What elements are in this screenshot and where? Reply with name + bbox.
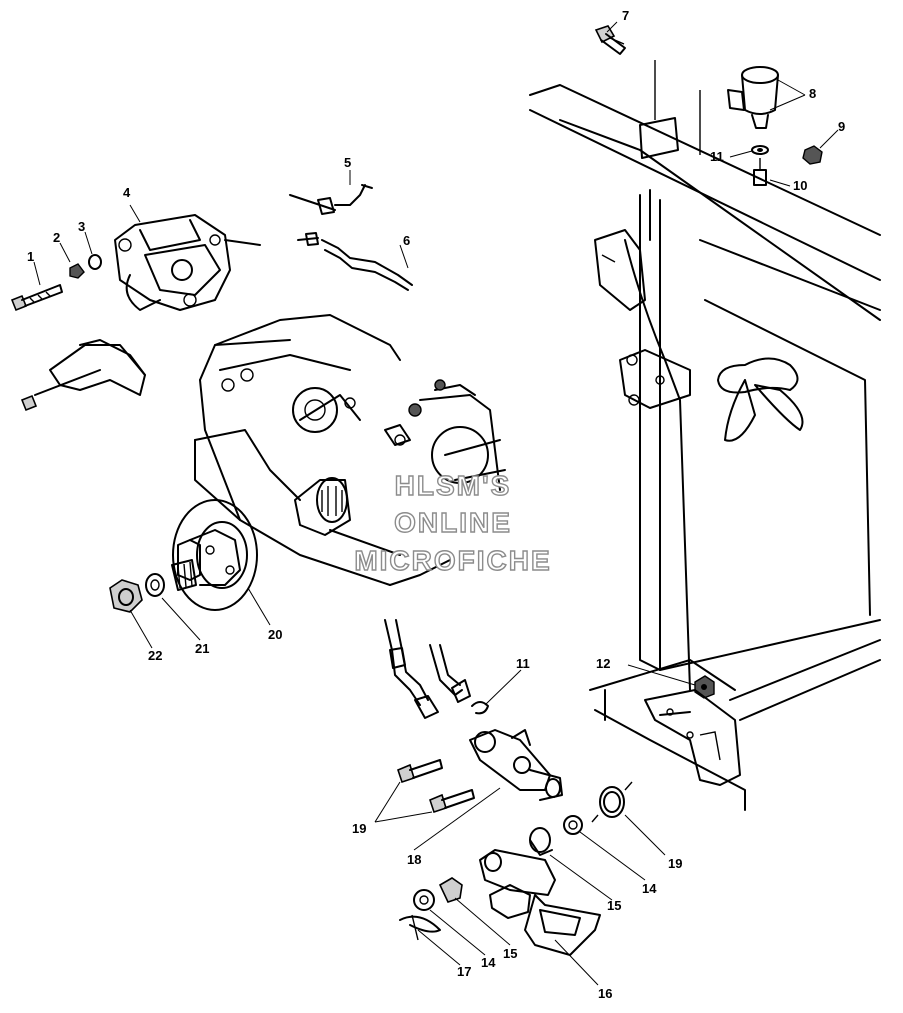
callout-19-bolts: 19 xyxy=(352,821,366,836)
cotter-pin-17 xyxy=(399,914,441,941)
hose-6 xyxy=(297,232,413,291)
watermark-line-1: HLSM'S xyxy=(395,470,512,501)
callout-2: 2 xyxy=(53,230,60,245)
callout-18: 18 xyxy=(407,852,421,867)
callout-labels: 7 8 9 11 10 5 6 4 3 2 1 20 21 22 11 12 1… xyxy=(27,8,845,1001)
callout-14-left: 14 xyxy=(481,955,496,970)
watermark: HLSM'S ONLINE MICROFICHE xyxy=(354,469,551,576)
callout-17: 17 xyxy=(457,964,471,979)
washer-14-left xyxy=(413,889,435,911)
callout-10: 10 xyxy=(793,178,807,193)
callout-4: 4 xyxy=(123,185,131,200)
pin-10 xyxy=(753,158,767,186)
callout-14-right: 14 xyxy=(642,881,657,896)
callout-15-left: 15 xyxy=(503,946,517,961)
washer-11-top xyxy=(751,145,769,155)
bushing-15-left xyxy=(438,877,463,903)
callout-9: 9 xyxy=(838,119,845,134)
brake-pedal-bracket-18 xyxy=(469,729,563,801)
brake-line-5 xyxy=(289,184,373,215)
callout-1: 1 xyxy=(27,249,34,264)
leader-lines xyxy=(33,21,839,986)
caliper-bracket xyxy=(20,339,146,412)
washer-21 xyxy=(145,573,165,597)
callout-15-right: 15 xyxy=(607,898,621,913)
clip-11-bottom xyxy=(471,701,489,715)
pedal-16 xyxy=(479,849,601,956)
vehicle-frame xyxy=(529,60,881,811)
bolts-19 xyxy=(397,759,475,814)
callout-6: 6 xyxy=(403,233,410,248)
callout-7: 7 xyxy=(622,8,629,23)
brake-disc-20 xyxy=(172,499,258,611)
brake-cable xyxy=(384,619,471,719)
callout-22: 22 xyxy=(148,648,162,663)
watermark-line-3: MICROFICHE xyxy=(354,545,551,576)
bolt-1 xyxy=(10,284,63,312)
washer-2 xyxy=(69,263,85,279)
callout-19-spring: 19 xyxy=(668,856,682,871)
brake-master-cylinder-4 xyxy=(114,214,261,311)
washer-14-right xyxy=(563,815,583,835)
bushing-15-right xyxy=(529,827,553,856)
callout-12: 12 xyxy=(596,656,610,671)
bracket-plate xyxy=(644,689,741,786)
transmission-housing xyxy=(194,314,506,586)
bolt-7 xyxy=(594,25,626,55)
nut-12 xyxy=(694,675,715,699)
callout-8: 8 xyxy=(809,86,816,101)
washer-3 xyxy=(88,254,102,270)
callout-11-top: 11 xyxy=(710,149,724,164)
reservoir-8 xyxy=(727,66,779,129)
callout-3: 3 xyxy=(78,219,85,234)
callout-21: 21 xyxy=(195,641,209,656)
nut-9 xyxy=(802,145,823,165)
callout-5: 5 xyxy=(344,155,351,170)
callout-20: 20 xyxy=(268,627,282,642)
callout-16: 16 xyxy=(598,986,612,1001)
nut-22 xyxy=(109,579,143,613)
spring-19 xyxy=(591,781,633,823)
splined-shaft xyxy=(171,559,197,591)
watermark-line-2: ONLINE xyxy=(394,507,512,538)
callout-11-bottom: 11 xyxy=(516,656,530,671)
